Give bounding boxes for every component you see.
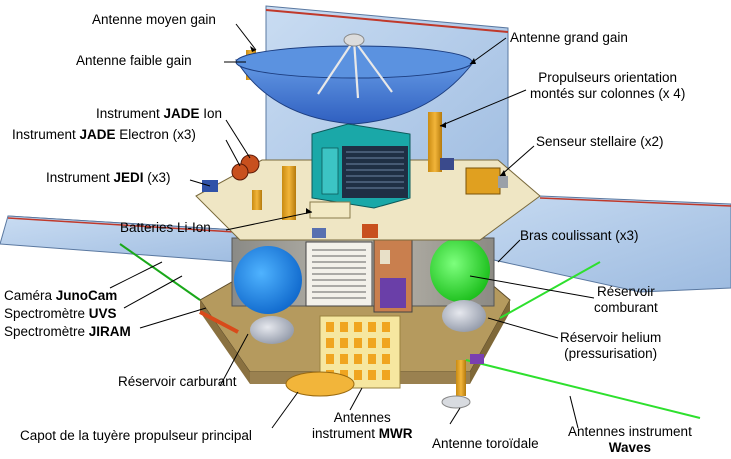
label-antennes-mwr: Antennes instrument MWR: [312, 410, 413, 441]
label-jedi: Instrument JEDI (x3): [46, 170, 171, 185]
label-antenne-moyen-gain: Antenne moyen gain: [92, 12, 216, 27]
label-jade-electron: Instrument JADE Electron (x3): [12, 127, 196, 142]
label-uvs: Spectromètre UVS: [4, 306, 117, 321]
label-antenne-toroidale: Antenne toroïdale: [432, 436, 539, 451]
label-reservoir-carburant: Réservoir carburant: [118, 374, 237, 389]
label-reservoir-helium: Réservoir helium (pressurisation): [560, 330, 662, 361]
label-jade-ion: Instrument JADE Ion: [96, 106, 223, 121]
label-capot-tuyere: Capot de la tuyère propulseur principal: [20, 428, 252, 443]
label-jiram: Spectromètre JIRAM: [4, 324, 131, 339]
label-reservoir-comburant: Réservoir comburant: [594, 284, 658, 315]
label-batteries: Batteries Li-Ion: [120, 220, 211, 235]
helium-tank-graphic: [442, 300, 486, 332]
label-bras-coulissant: Bras coulissant (x3): [520, 228, 639, 243]
label-propulseurs: Propulseurs orientation montés sur colon…: [530, 70, 686, 101]
label-junocam: Caméra JunoCam: [4, 288, 118, 303]
label-antennes-waves: Antennes instrument Waves: [568, 424, 692, 455]
label-senseur-stellaire: Senseur stellaire (x2): [536, 134, 664, 149]
label-antenne-faible-gain: Antenne faible gain: [76, 53, 192, 68]
oxidizer-tank-graphic: [430, 238, 490, 302]
label-antenne-grand-gain: Antenne grand gain: [510, 30, 628, 45]
fuel-tank-graphic: [234, 246, 302, 314]
